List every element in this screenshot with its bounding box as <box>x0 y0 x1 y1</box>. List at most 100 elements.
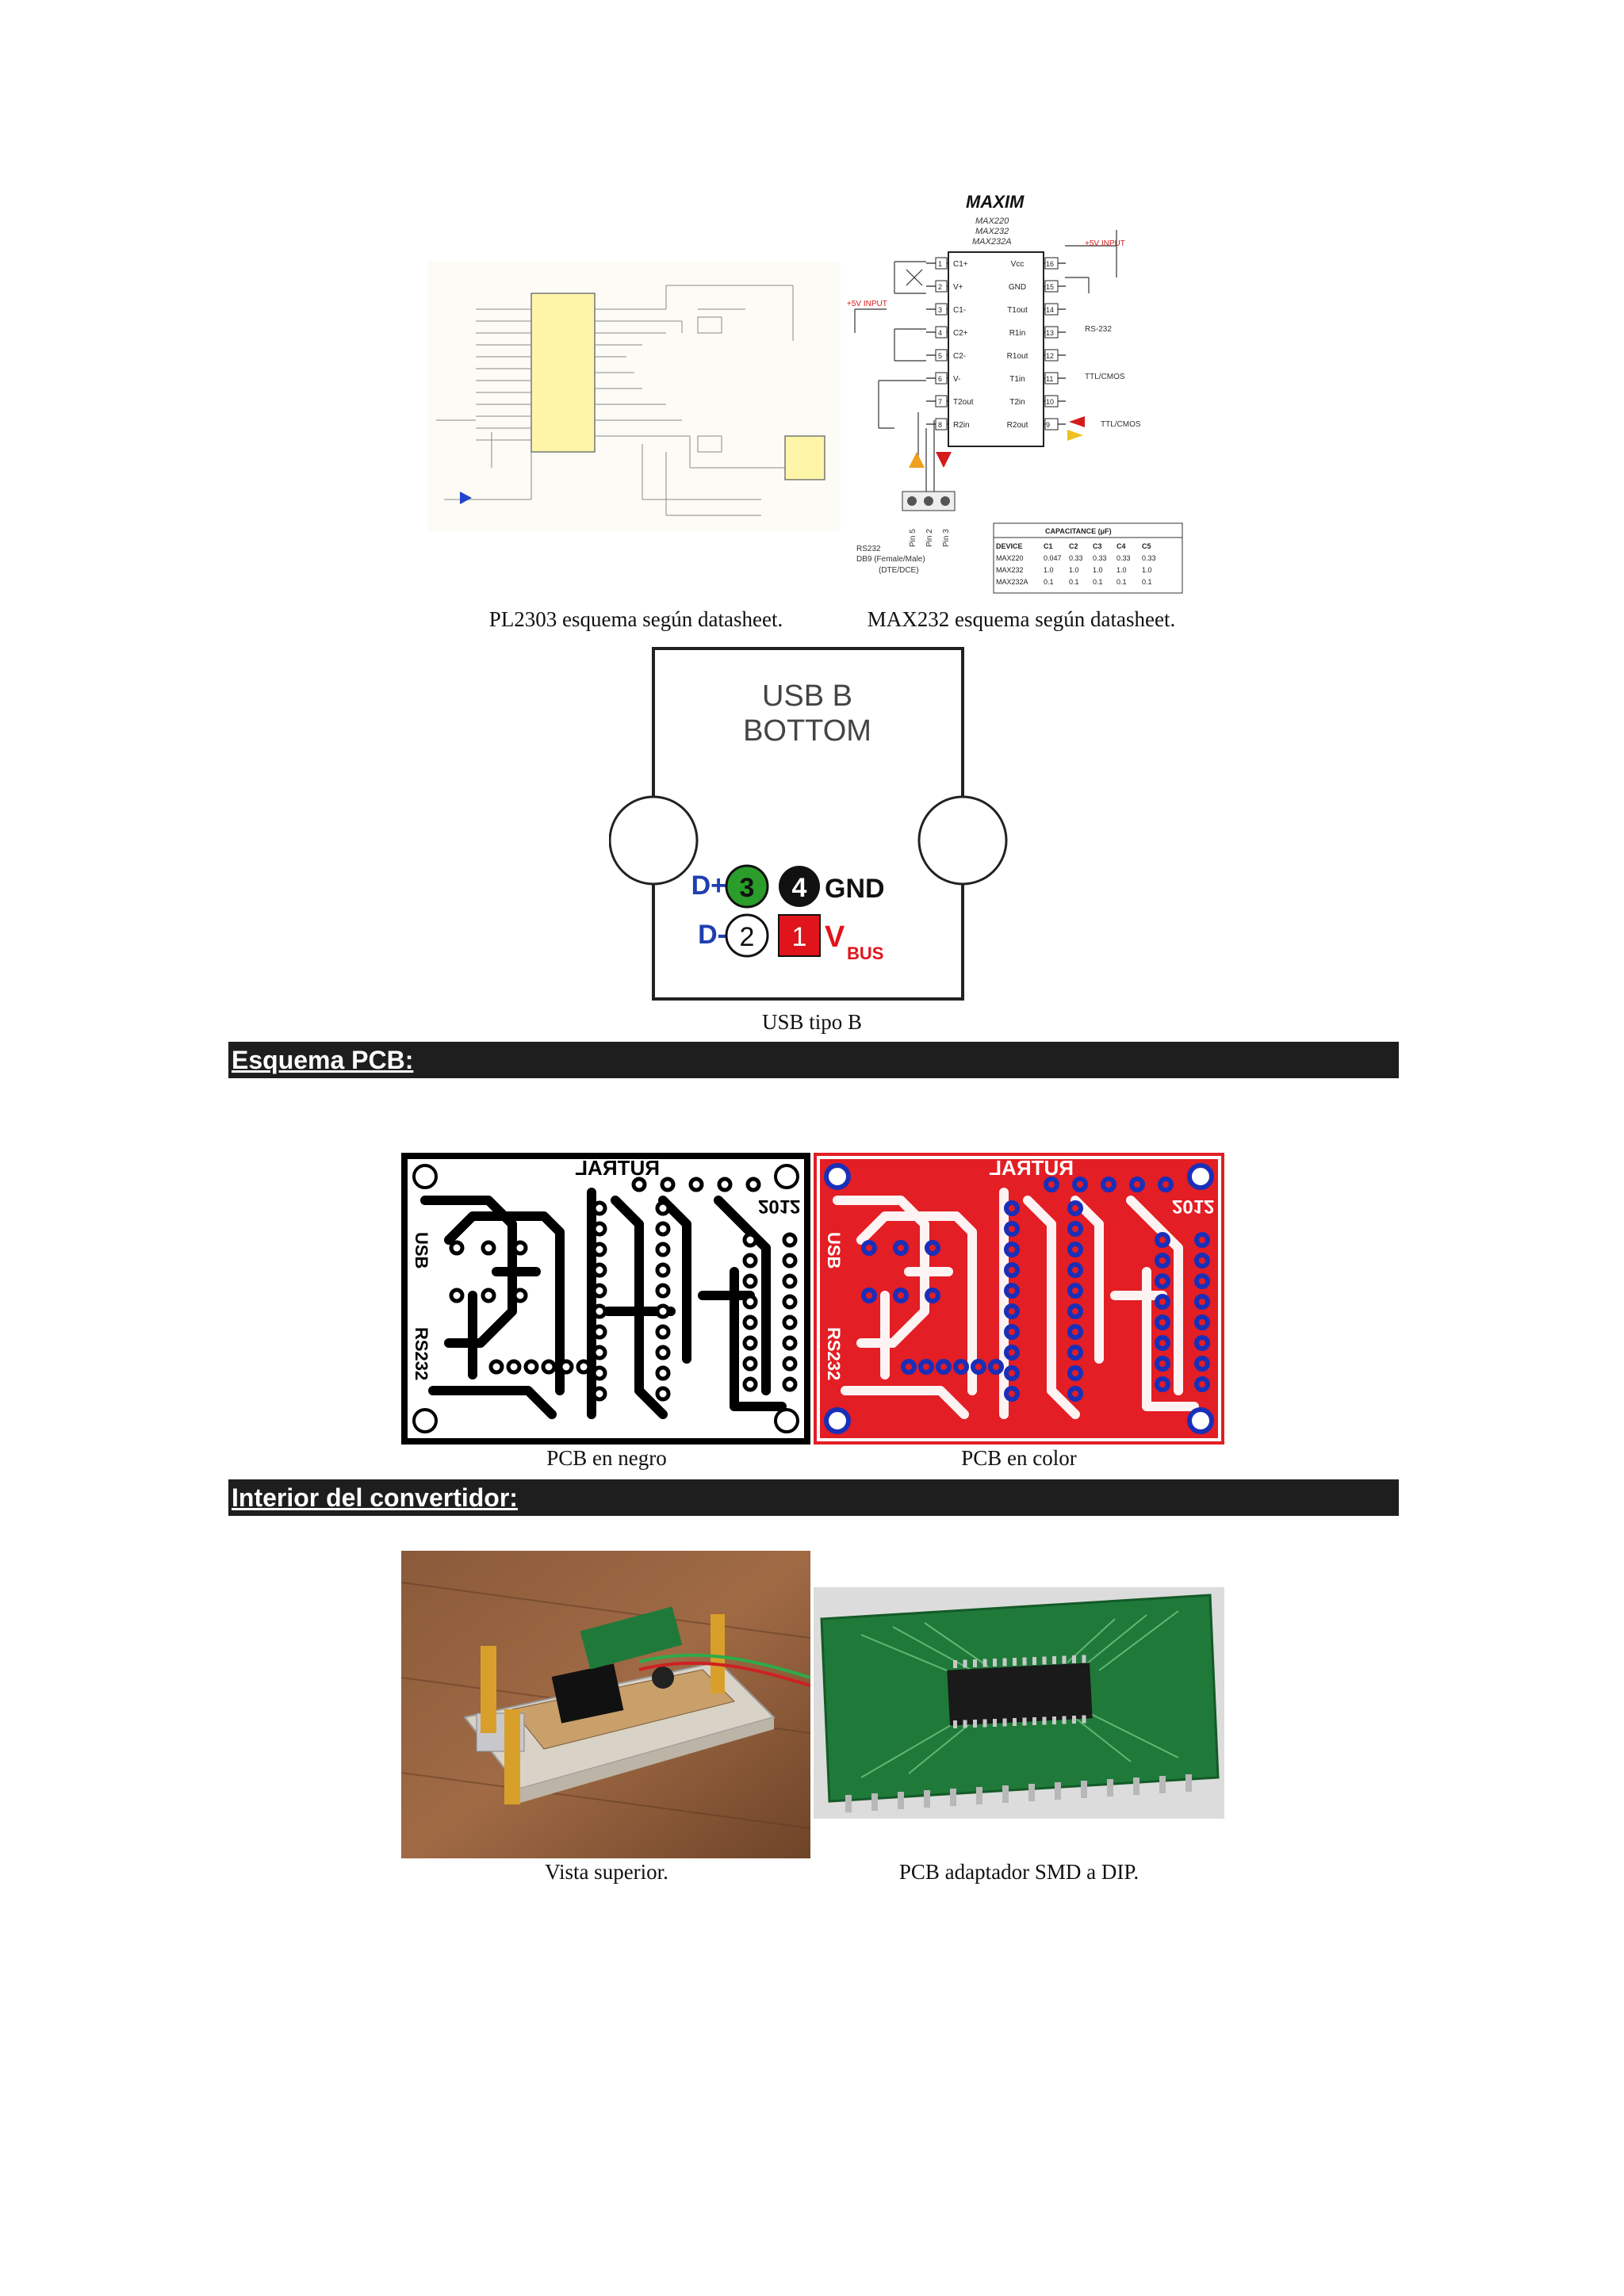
conn-label-3: (DTE/DCE) <box>879 566 919 575</box>
caption-pl2303: PL2303 esquema según datasheet. <box>488 607 783 631</box>
smd-leg <box>973 1659 977 1667</box>
cap-table-cell: 0.047 <box>1044 554 1062 562</box>
max-right-pin-num: 15 <box>1046 283 1054 291</box>
adapter-pin <box>1081 1781 1087 1798</box>
pcb-pad <box>936 1359 952 1375</box>
smd-leg <box>993 1719 997 1727</box>
pcb-black-side-2: RS232 <box>412 1327 431 1380</box>
pcb-pad <box>782 1314 798 1330</box>
pcb-pad <box>1194 1294 1210 1310</box>
pcb-pad <box>1067 1324 1083 1340</box>
cap-table-cell: 0.1 <box>1093 578 1103 586</box>
cap-table-cell: DEVICE <box>996 542 1023 550</box>
pcb-pad <box>1067 1221 1083 1237</box>
pcb-pad <box>1194 1335 1210 1351</box>
pcb-black-side-1: USB <box>412 1232 431 1269</box>
usb-title-line2: BOTTOM <box>743 714 871 748</box>
max-right-pin-num: 16 <box>1046 260 1054 268</box>
adapter-pin <box>950 1789 956 1806</box>
part-name-2: MAX232 <box>975 227 1009 236</box>
adapter-pin <box>1185 1774 1192 1792</box>
pcb-pad <box>782 1232 798 1248</box>
pcb-pad <box>1067 1200 1083 1216</box>
pcb-pad <box>925 1288 940 1303</box>
smd-leg <box>1062 1716 1067 1724</box>
smd-leg <box>1042 1656 1047 1665</box>
caption-usb: USB tipo B <box>761 1010 863 1034</box>
ic-socket <box>551 1663 624 1724</box>
pcb-pad <box>592 1365 607 1381</box>
pin-3-number: 3 <box>740 873 755 903</box>
caption-photo-adapter: PCB adaptador SMD a DIP. <box>898 1860 1139 1884</box>
photo-adapter <box>814 1587 1224 1819</box>
pcb-pad <box>1194 1314 1210 1330</box>
pcb-pad <box>1004 1221 1020 1237</box>
pcb-pad <box>512 1288 528 1303</box>
max-left-pin-label: C2- <box>953 352 966 361</box>
smd-leg <box>1052 1656 1056 1664</box>
pcb-pad <box>506 1359 522 1375</box>
cap-table-cell: C1 <box>1044 542 1053 550</box>
max-right-pin-num: 11 <box>1046 375 1053 383</box>
cap-table-cell: C5 <box>1142 542 1151 550</box>
input-label-right: +5V INPUT <box>1085 239 1125 248</box>
red-arrow-left <box>1069 416 1085 427</box>
conn-pin-3: Pin 3 <box>942 529 951 547</box>
pcb-pad <box>893 1288 909 1303</box>
pcb-pad <box>782 1294 798 1310</box>
pcb-pad <box>655 1365 671 1381</box>
max-left-pin-label: T2out <box>953 398 974 407</box>
pcb-black-figure: RUTRAL 2012 USB RS232 <box>401 1153 810 1445</box>
smd-leg <box>1052 1716 1056 1724</box>
smd-leg <box>1082 1715 1086 1724</box>
smd-leg <box>1062 1655 1067 1664</box>
pcb-pad <box>481 1240 496 1256</box>
conn-label-1: RS232 <box>856 545 881 553</box>
pcb-pad <box>541 1359 557 1375</box>
pcb-pad <box>1067 1386 1083 1402</box>
cap-table-cell: 0.1 <box>1044 578 1054 586</box>
adapter-pin <box>1133 1777 1139 1795</box>
pin-2-number: 2 <box>740 922 755 952</box>
cap-table-cell: C2 <box>1069 542 1078 550</box>
cap-table-cell: 1.0 <box>1069 566 1079 574</box>
cap-table-cell: MAX232A <box>996 578 1028 586</box>
adapter-pin <box>898 1792 904 1809</box>
pin-label-gnd: GND <box>825 874 885 904</box>
pcb-pad <box>592 1242 607 1257</box>
pcb-pad <box>1067 1242 1083 1257</box>
pin-label-dplus: D+ <box>691 871 726 901</box>
pcb-pad <box>655 1283 671 1299</box>
photo-top-view-image <box>401 1551 810 1858</box>
pcb-pad <box>1004 1365 1020 1381</box>
pcb-pad <box>1155 1356 1170 1372</box>
pcb-pad <box>449 1288 465 1303</box>
smd-leg <box>1042 1716 1047 1725</box>
usb-b-diagram-figure: USB B BOTTOM D+ 3 4 GND D- 2 1 V BUS <box>609 642 1015 1003</box>
pcb-pad <box>449 1240 465 1256</box>
pcb-color-top-text: RUTRAL <box>989 1156 1074 1180</box>
pcb-pad <box>742 1356 758 1372</box>
cap-table-cell: 0.33 <box>1142 554 1156 562</box>
standoff-right <box>710 1614 725 1693</box>
max-left-pin-label: R2in <box>953 421 970 430</box>
smd-leg <box>953 1660 957 1668</box>
cap-table-cell: C4 <box>1116 542 1126 550</box>
maxim-logo: MAXIM <box>966 192 1025 212</box>
pcb-pad <box>1194 1253 1210 1269</box>
red-arrow-down <box>936 452 952 468</box>
max-right-pin-num: 12 <box>1046 352 1054 360</box>
max-right-pin-label: GND <box>1009 283 1026 292</box>
pcb-pad <box>988 1359 1004 1375</box>
pcb-pad <box>660 1177 676 1192</box>
max-left-pin-num: 4 <box>938 329 942 337</box>
smd-leg <box>1002 1718 1007 1727</box>
smd-leg <box>953 1720 957 1728</box>
max-left-pin-label: C2+ <box>953 329 968 338</box>
section-title-interior: Interior del convertidor: <box>232 1483 518 1512</box>
adapter-pin <box>871 1793 878 1811</box>
cap-table-cell: MAX232 <box>996 566 1024 574</box>
pcb-pad <box>592 1200 607 1216</box>
